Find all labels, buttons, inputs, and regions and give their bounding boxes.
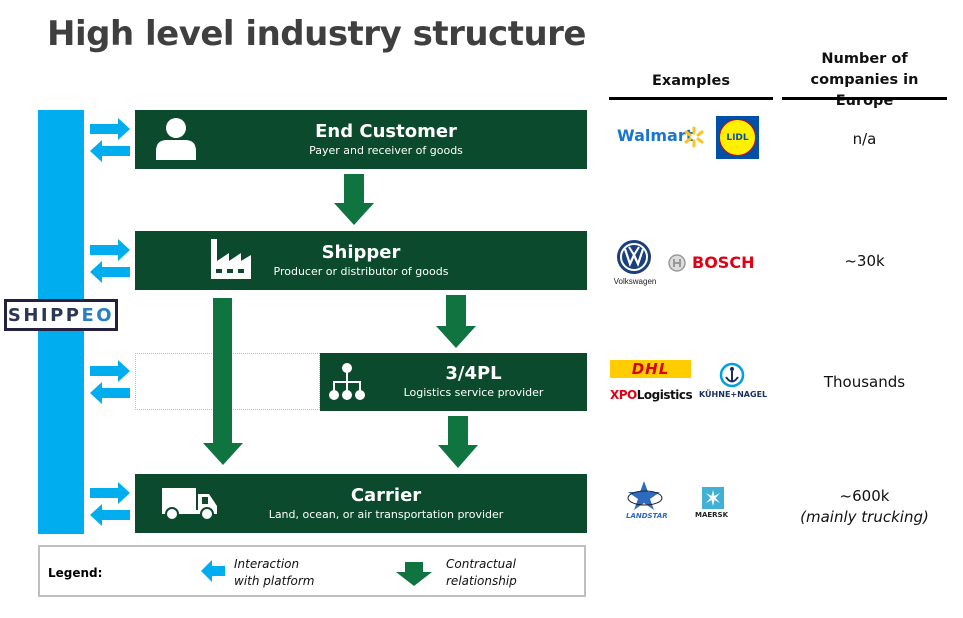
legend-interaction-line2: with platform — [234, 574, 315, 588]
tier-description: Logistics service provider — [403, 386, 544, 399]
examples-header: Examples — [652, 73, 730, 89]
logo-xpo: XPOLogistics — [610, 388, 693, 402]
arrow-down-icon — [203, 298, 243, 465]
logo-kn: KÜHNE+NAGEL — [699, 390, 768, 399]
interaction-arrows-carrier — [90, 482, 130, 526]
page-title: High level industry structure — [47, 14, 586, 54]
count-shipper: ~30k — [844, 252, 885, 270]
arrow-right-icon — [90, 118, 130, 140]
logo-lidl-text: LIDL — [719, 119, 756, 156]
org-chart-icon — [329, 363, 365, 400]
count-carrier: ~600k (mainly trucking) — [782, 486, 947, 528]
arrow-down-icon — [334, 174, 374, 225]
logo-landstar-icon — [627, 481, 663, 510]
factory-icon — [211, 239, 251, 279]
logo-dhl: DHL — [610, 360, 691, 378]
count-header: Number of companies in Europe — [782, 49, 947, 112]
arrow-right-icon — [90, 360, 130, 382]
interaction-arrows-end-customer — [90, 118, 130, 162]
legend-contract-text: Contractual relationship — [446, 556, 517, 590]
legend-contract-line1: Contractual — [446, 557, 516, 571]
tier-name: End Customer — [315, 120, 457, 142]
tier-end-customer: End Customer Payer and receiver of goods — [135, 110, 587, 169]
count-header-line1: Number of — [821, 51, 908, 67]
person-icon — [156, 118, 196, 160]
tier-shipper: Shipper Producer or distributor of goods — [135, 231, 587, 290]
arrow-left-icon — [90, 140, 130, 162]
shippeo-logo-accent: EO — [81, 304, 115, 326]
legend-contract-line2: relationship — [446, 574, 517, 588]
arrow-left-icon — [90, 261, 130, 283]
logo-xpo-a: XPO — [610, 388, 637, 402]
legend-interaction-text: Interaction with platform — [234, 556, 314, 590]
legend-contract-arrow-icon — [396, 562, 432, 586]
tier-description: Payer and receiver of goods — [309, 143, 463, 157]
logo-lidl: LIDL — [716, 116, 759, 159]
logo-dhl-text: DHL — [631, 360, 670, 378]
logo-bosch: BOSCH — [692, 253, 755, 272]
contract-arrow-shipper-to-3pl — [436, 295, 476, 348]
logo-walmart-text: Walmart — [617, 126, 694, 145]
legend-interaction-line1: Interaction — [234, 557, 300, 571]
arrow-left-icon — [90, 504, 130, 526]
contract-arrow-3pl-to-carrier — [438, 416, 478, 468]
legend-interaction-arrow-icon — [201, 560, 225, 582]
logo-vw-text: Volkswagen — [613, 277, 657, 286]
tier-carrier: Carrier Land, ocean, or air transportati… — [135, 474, 587, 533]
count-carrier-value: ~600k — [839, 487, 890, 505]
legend-label: Legend: — [48, 566, 103, 580]
interaction-arrows-3pl — [90, 360, 130, 404]
logo-bosch-icon — [668, 254, 686, 272]
walmart-spark-icon — [684, 126, 704, 148]
tier-name: Carrier — [350, 484, 422, 506]
shippeo-logo-main: SHIPP — [7, 304, 82, 326]
logo-xpo-b: Logistics — [636, 388, 693, 402]
count-header-rule — [782, 97, 947, 100]
logo-walmart: Walmart — [617, 126, 693, 146]
arrow-right-icon — [90, 239, 130, 261]
logo-landstar: LANDSTAR — [626, 512, 668, 520]
tier-description: Producer or distributor of goods — [273, 264, 449, 278]
count-header-line2: companies in Europe — [810, 72, 919, 109]
logo-vw-icon — [617, 240, 651, 274]
contract-arrow-shipper-to-carrier — [203, 298, 243, 465]
count-end-customer: n/a — [852, 130, 877, 148]
tier-3pl: 3/4PL Logistics service provider — [320, 353, 587, 411]
logo-maersk: MAERSK — [695, 511, 729, 519]
arrow-right-icon — [90, 482, 130, 504]
count-carrier-note: (mainly trucking) — [800, 508, 929, 526]
arrow-left-icon — [90, 382, 130, 404]
arrow-down-icon — [438, 416, 478, 468]
logo-kn-anchor-icon — [719, 362, 745, 388]
tier-description: Land, ocean, or air transportation provi… — [268, 507, 504, 521]
tier-name: Shipper — [321, 241, 401, 263]
interaction-arrows-shipper — [90, 239, 130, 283]
arrow-down-icon — [436, 295, 476, 348]
tier-name: 3/4PL — [445, 363, 502, 384]
examples-header-rule — [609, 97, 773, 100]
truck-icon — [162, 488, 217, 521]
contract-arrow-customer-to-shipper — [334, 174, 374, 225]
logo-maersk-icon — [702, 487, 724, 509]
legend — [38, 545, 586, 597]
count-3pl: Thousands — [823, 373, 906, 391]
